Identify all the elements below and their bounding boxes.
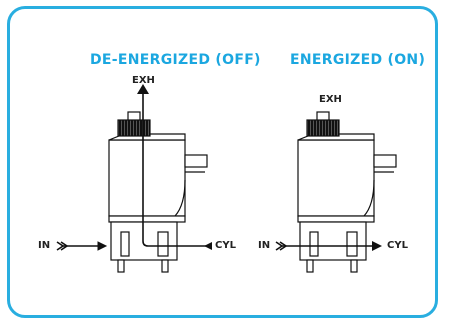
cyl-arrow-out [372,241,382,251]
mount-foot [350,259,358,273]
mount-foot [117,259,125,273]
cyl-arrow-in [204,242,212,250]
knurled-nut [306,119,340,137]
flow-path-off [142,92,208,247]
coil-housing [108,139,186,217]
electrical-connector [373,154,397,168]
exh-label-off: EXH [132,75,155,86]
flow-path-on [275,241,374,251]
in-label-on: IN [258,240,271,251]
de-energized-title: DE-ENERGIZED (OFF) [90,52,261,68]
exh-label-on: EXH [319,94,342,105]
mount-foot [306,259,314,273]
electrical-connector [184,154,208,168]
cyl-label-on: CYL [387,240,408,251]
exhaust-arrow-up [137,84,149,94]
cyl-label-off: CYL [215,240,236,251]
base-plate [108,215,186,223]
energized-title: ENERGIZED (ON) [290,52,426,68]
coil-housing [297,139,375,217]
mount-foot [161,259,169,273]
in-label-off: IN [38,240,51,251]
valve-off [108,111,208,273]
valve-on [297,111,397,273]
inlet-arrow-off [56,241,108,251]
knurled-nut [117,119,151,137]
base-plate [297,215,375,223]
